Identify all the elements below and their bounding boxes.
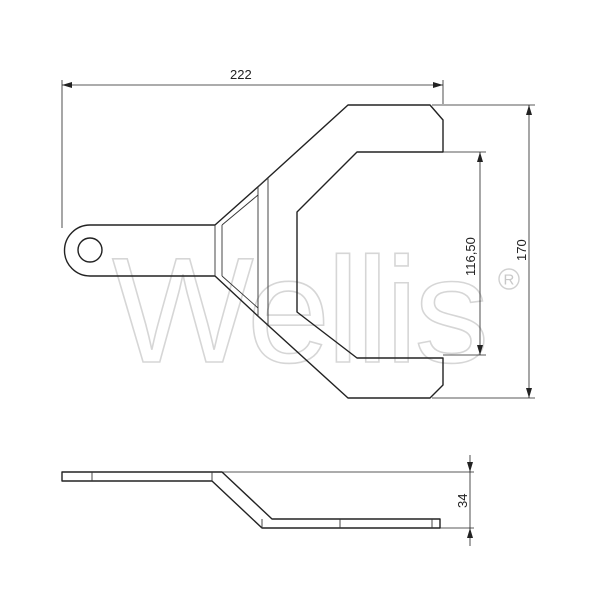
dim-length-label: 222 xyxy=(230,67,252,82)
bend-tab-upper xyxy=(257,177,269,188)
top-view: 222 170 116,50 xyxy=(61,67,535,399)
dim-opening-arrow-bottom xyxy=(477,345,483,355)
dim-height-arrow-bottom xyxy=(526,388,532,398)
side-view-outline xyxy=(61,471,441,529)
dim-opening-label: 116,50 xyxy=(463,237,478,276)
dim-length-arrow-left xyxy=(62,82,72,88)
dim-height-arrow-top xyxy=(526,105,532,115)
top-view-outline xyxy=(63,104,444,399)
side-view: 34 xyxy=(61,455,474,546)
bend-diagonal-lower xyxy=(221,275,259,309)
dim-offset-arrow-bottom xyxy=(467,528,473,538)
dim-offset-label: 34 xyxy=(455,494,470,508)
registered-mark-letter: R xyxy=(504,272,515,289)
dim-offset-arrow-top xyxy=(467,462,473,472)
dim-height-label: 170 xyxy=(514,239,529,261)
watermark-brand-text: Wellis xyxy=(112,226,485,394)
dim-opening-arrow-top xyxy=(477,152,483,162)
registered-mark-icon xyxy=(498,268,520,290)
watermark: Wellis R xyxy=(111,225,520,395)
bend-diagonal-upper xyxy=(221,194,259,226)
dim-length-arrow-right xyxy=(433,82,443,88)
mounting-hole xyxy=(77,237,103,263)
bend-tab-lower xyxy=(257,315,269,326)
